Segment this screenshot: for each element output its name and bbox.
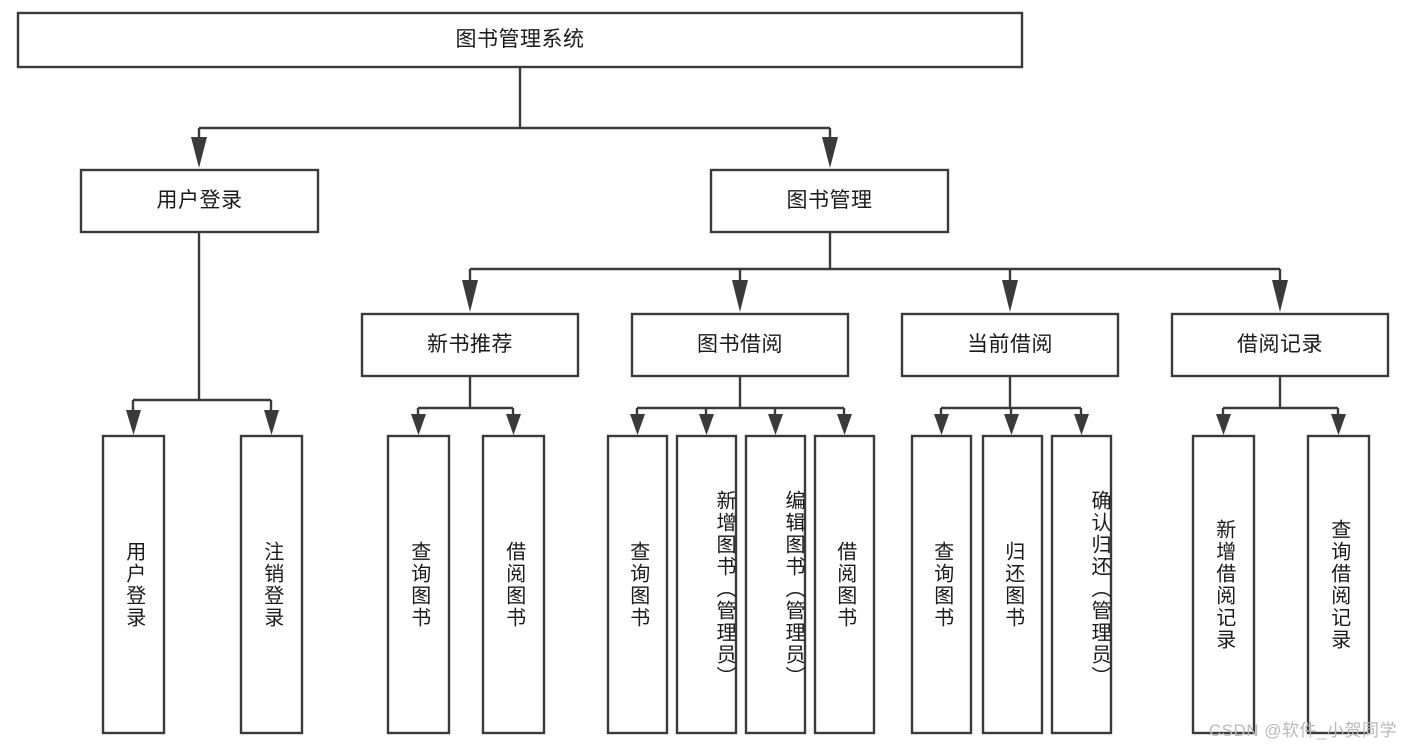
node-box-leaf-borrow-book-1[interactable]	[481, 434, 546, 735]
node-box-leaf-query-book-1[interactable]	[386, 434, 451, 735]
arrow-head-current-borrow	[1002, 280, 1018, 312]
node-box-leaf-add-book[interactable]	[675, 434, 738, 735]
node-box-root[interactable]	[16, 11, 1024, 69]
node-box-leaf-add-record[interactable]	[1191, 434, 1256, 735]
node-box-user-login[interactable]	[79, 168, 320, 234]
arrow-head-book-borrow	[732, 280, 748, 312]
arrow-head-leaf-borrow-book-1	[506, 414, 521, 435]
node-box-book-management[interactable]	[709, 168, 950, 234]
arrow-head-leaf-query-record	[1331, 414, 1346, 435]
node-box-leaf-user-login[interactable]	[101, 434, 166, 735]
node-box-leaf-return-book[interactable]	[981, 434, 1044, 735]
arrow-head-leaf-add-record	[1216, 414, 1231, 435]
arrow-head-borrow-records	[1272, 280, 1288, 312]
arrow-head-book-manage	[822, 137, 838, 168]
node-box-leaf-edit-book[interactable]	[744, 434, 807, 735]
arrow-head-leaf-logout	[264, 410, 279, 435]
arrow-head-leaf-return-book	[1004, 414, 1019, 435]
arrow-head-leaf-query-book-2	[630, 414, 645, 435]
arrow-head-user-login	[191, 137, 207, 168]
node-box-leaf-logout[interactable]	[239, 434, 304, 735]
node-box-book-borrow[interactable]	[630, 312, 850, 378]
arrow-head-new-book-recommend	[462, 280, 478, 312]
arrow-head-leaf-add-book	[699, 414, 714, 435]
node-box-leaf-confirm-return[interactable]	[1050, 434, 1113, 735]
arrow-head-leaf-query-book-1	[411, 414, 426, 435]
arrow-head-leaf-confirm-return	[1074, 414, 1089, 435]
node-box-leaf-query-book-2[interactable]	[606, 434, 669, 735]
node-box-leaf-query-record[interactable]	[1306, 434, 1371, 735]
arrow-head-leaf-borrow-book-2	[837, 414, 852, 435]
node-box-current-borrow[interactable]	[900, 312, 1120, 378]
node-box-new-book-recommend[interactable]	[360, 312, 580, 378]
node-box-leaf-borrow-book-2[interactable]	[813, 434, 876, 735]
arrow-head-leaf-edit-book	[768, 414, 783, 435]
arrow-head-leaf-query-book-3	[934, 414, 949, 435]
node-box-borrow-records[interactable]	[1170, 312, 1390, 378]
node-box-leaf-query-book-3[interactable]	[910, 434, 973, 735]
arrow-head-leaf-user-login	[126, 410, 141, 435]
